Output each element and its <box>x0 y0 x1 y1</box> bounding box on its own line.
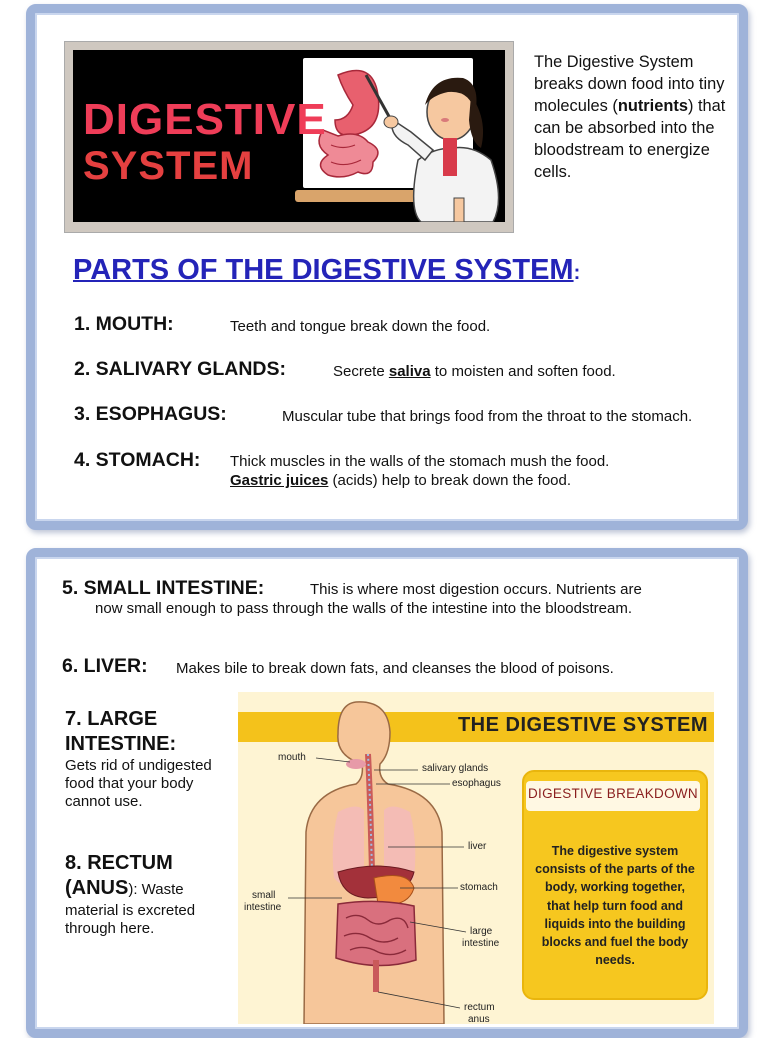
banner-title-line2: SYSTEM <box>83 144 254 188</box>
label-large-intestine-2: intestine <box>462 938 500 949</box>
item-liver-desc: Makes bile to break down fats, and clean… <box>176 660 614 677</box>
item-esophagus: 3. ESOPHAGUS: Muscular tube that brings … <box>74 403 692 426</box>
item-liver: 6. LIVER: Makes bile to break down fats,… <box>62 655 614 678</box>
label-large-intestine-1: large <box>470 926 493 937</box>
intro-text-before: The Digestive System breaks down food in… <box>534 53 725 115</box>
item-esophagus-desc: Muscular tube that brings food from the … <box>282 408 693 425</box>
item-rectum-name2: (ANUS): Waste <box>65 877 184 899</box>
digestive-breakdown-text: The digestive system consists of the par… <box>535 844 695 968</box>
item-small-intestine-desc: This is where most digestion occurs. Nut… <box>310 581 642 598</box>
banner-image: DIGESTIVE SYSTEM <box>73 50 505 222</box>
figure-title-bar <box>238 712 714 742</box>
digestive-breakdown-box: DIGESTIVE BREAKDOWN The digestive system… <box>522 770 708 1000</box>
item-rectum-desc2: material is excreted <box>65 902 196 919</box>
label-anus: anus <box>468 1014 490 1024</box>
label-liver: liver <box>468 841 487 852</box>
item-liver-name: 6. LIVER: <box>62 655 148 677</box>
figure-title: THE DIGESTIVE SYSTEM <box>457 714 708 736</box>
item-large-intestine-desc2: food that your body <box>65 775 194 792</box>
item-mouth: 1. MOUTH: Teeth and tongue break down th… <box>74 313 490 336</box>
parts-heading-colon: : <box>573 262 581 284</box>
item-large-intestine-name1: 7. LARGE <box>65 708 158 730</box>
item-salivary-glands: 2. SALIVARY GLANDS: Secrete saliva to mo… <box>74 358 616 381</box>
item-rectum-desc3: through here. <box>65 920 155 937</box>
label-salivary-glands: salivary glands <box>422 763 489 774</box>
item-mouth-name: 1. MOUTH: <box>74 313 174 335</box>
saliva-term: saliva <box>388 363 431 380</box>
label-esophagus: esophagus <box>452 778 501 789</box>
label-stomach: stomach <box>460 882 498 893</box>
digestive-breakdown-title: DIGESTIVE BREAKDOWN <box>528 786 698 801</box>
digestive-system-figure: THE DIGESTIVE SYSTEM mouth salivary glan… <box>238 692 714 1024</box>
item-esophagus-name: 3. ESOPHAGUS: <box>74 403 227 425</box>
item-rectum-name1: 8. RECTUM <box>65 852 173 874</box>
banner-title-line1: DIGESTIVE <box>83 95 327 144</box>
item-stomach-line2: Gastric juices (acids) help to break dow… <box>230 472 572 489</box>
item-large-intestine-name2: INTESTINE: <box>65 733 177 755</box>
label-small-intestine-2: intestine <box>244 902 282 913</box>
gastric-juices-term: Gastric juices <box>230 472 329 489</box>
intro-text-bold: nutrients <box>617 97 688 115</box>
parts-heading: PARTS OF THE DIGESTIVE SYSTEM: <box>73 254 580 287</box>
parts-heading-text: PARTS OF THE DIGESTIVE SYSTEM <box>73 254 574 286</box>
item-mouth-desc: Teeth and tongue break down the food. <box>230 318 491 335</box>
digestive-breakdown-header: DIGESTIVE BREAKDOWN <box>526 781 700 811</box>
item-large-intestine-desc3: cannot use. <box>65 793 143 810</box>
item-small-intestine-line2: now small enough to pass through the wal… <box>95 600 632 617</box>
label-rectum: rectum <box>464 1002 495 1013</box>
teacher-illustration <box>318 69 500 222</box>
item-salivary-name: 2. SALIVARY GLANDS: <box>74 358 286 380</box>
label-small-intestine-1: small <box>252 890 276 901</box>
item-small-intestine-name: 5. SMALL INTESTINE: <box>62 577 265 599</box>
item-large-intestine-desc1: Gets rid of undigested <box>65 757 212 774</box>
intro-text-after: ) that can be absorbed into the bloodstr… <box>534 97 726 181</box>
body-diagram <box>288 701 467 1024</box>
label-mouth: mouth <box>278 752 306 763</box>
digestive-system-banner: DIGESTIVE SYSTEM <box>65 42 513 232</box>
item-stomach-desc: Thick muscles in the walls of the stomac… <box>230 453 610 470</box>
item-small-intestine: 5. SMALL INTESTINE: This is where most d… <box>62 577 642 600</box>
item-stomach-name: 4. STOMACH: <box>74 449 201 471</box>
intro-paragraph: The Digestive System breaks down food in… <box>534 51 744 183</box>
item-salivary-desc: Secrete saliva to moisten and soften foo… <box>333 363 616 380</box>
item-stomach: 4. STOMACH: Thick muscles in the walls o… <box>74 449 609 472</box>
